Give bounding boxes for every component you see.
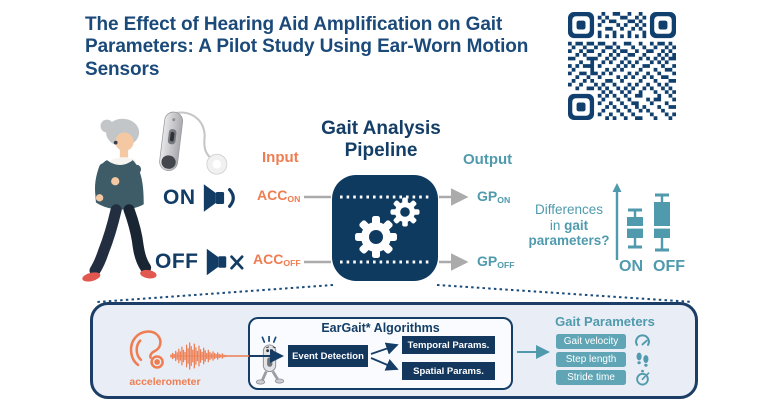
event-detection-box: Event Detection	[288, 345, 368, 367]
accelerometer-waveform	[170, 342, 228, 370]
acc-off-label: ACCOFF	[253, 251, 301, 269]
hearing-aid-on-row: ON	[163, 182, 248, 214]
boxplot-off-label: OFF	[653, 258, 685, 275]
gp-on-label: GPON	[477, 188, 511, 206]
temporal-params-box: Temporal Params.	[402, 336, 495, 354]
qr-code-icon	[568, 12, 676, 120]
speaker-mute-icon	[206, 248, 243, 276]
gait-parameters-title: Gait Parameters	[555, 314, 655, 329]
boxplot-graphic	[612, 183, 670, 260]
pipeline-heading: Gait Analysis Pipeline	[321, 118, 441, 162]
page-title: The Effect of Hearing Aid Amplification …	[85, 14, 529, 80]
stopwatch-icon	[636, 369, 650, 386]
question-text: Differences in gait parameters?	[528, 202, 610, 249]
output-label: Output	[463, 151, 513, 168]
input-label: Input	[262, 149, 299, 166]
speedometer-icon	[635, 334, 650, 346]
boxplot-on-label: ON	[619, 258, 643, 275]
on-label: ON	[163, 186, 196, 209]
stride-time-badge: Stride time	[556, 370, 626, 385]
gait-velocity-badge: Gait velocity	[556, 334, 626, 349]
gears-icon	[355, 197, 420, 258]
off-label: OFF	[155, 250, 199, 273]
footsteps-icon	[636, 352, 649, 367]
speaker-on-icon	[203, 184, 235, 212]
eargait-title: EarGait* Algorithms	[321, 321, 440, 335]
pipeline-box	[332, 175, 438, 281]
hearing-aid-outline-icon	[129, 330, 164, 369]
robot-mascot-icon	[255, 336, 285, 385]
accelerometer-label: accelerometer	[129, 376, 201, 388]
hearing-aid-off-row: OFF	[155, 246, 251, 278]
hearing-aid-photo	[159, 111, 228, 175]
elderly-woman-illustration	[82, 118, 157, 282]
acc-on-label: ACCON	[257, 187, 301, 205]
gp-off-label: GPOFF	[477, 253, 515, 271]
spatial-params-box: Spatial Params.	[402, 362, 495, 380]
step-length-badge: Step length	[556, 352, 626, 367]
